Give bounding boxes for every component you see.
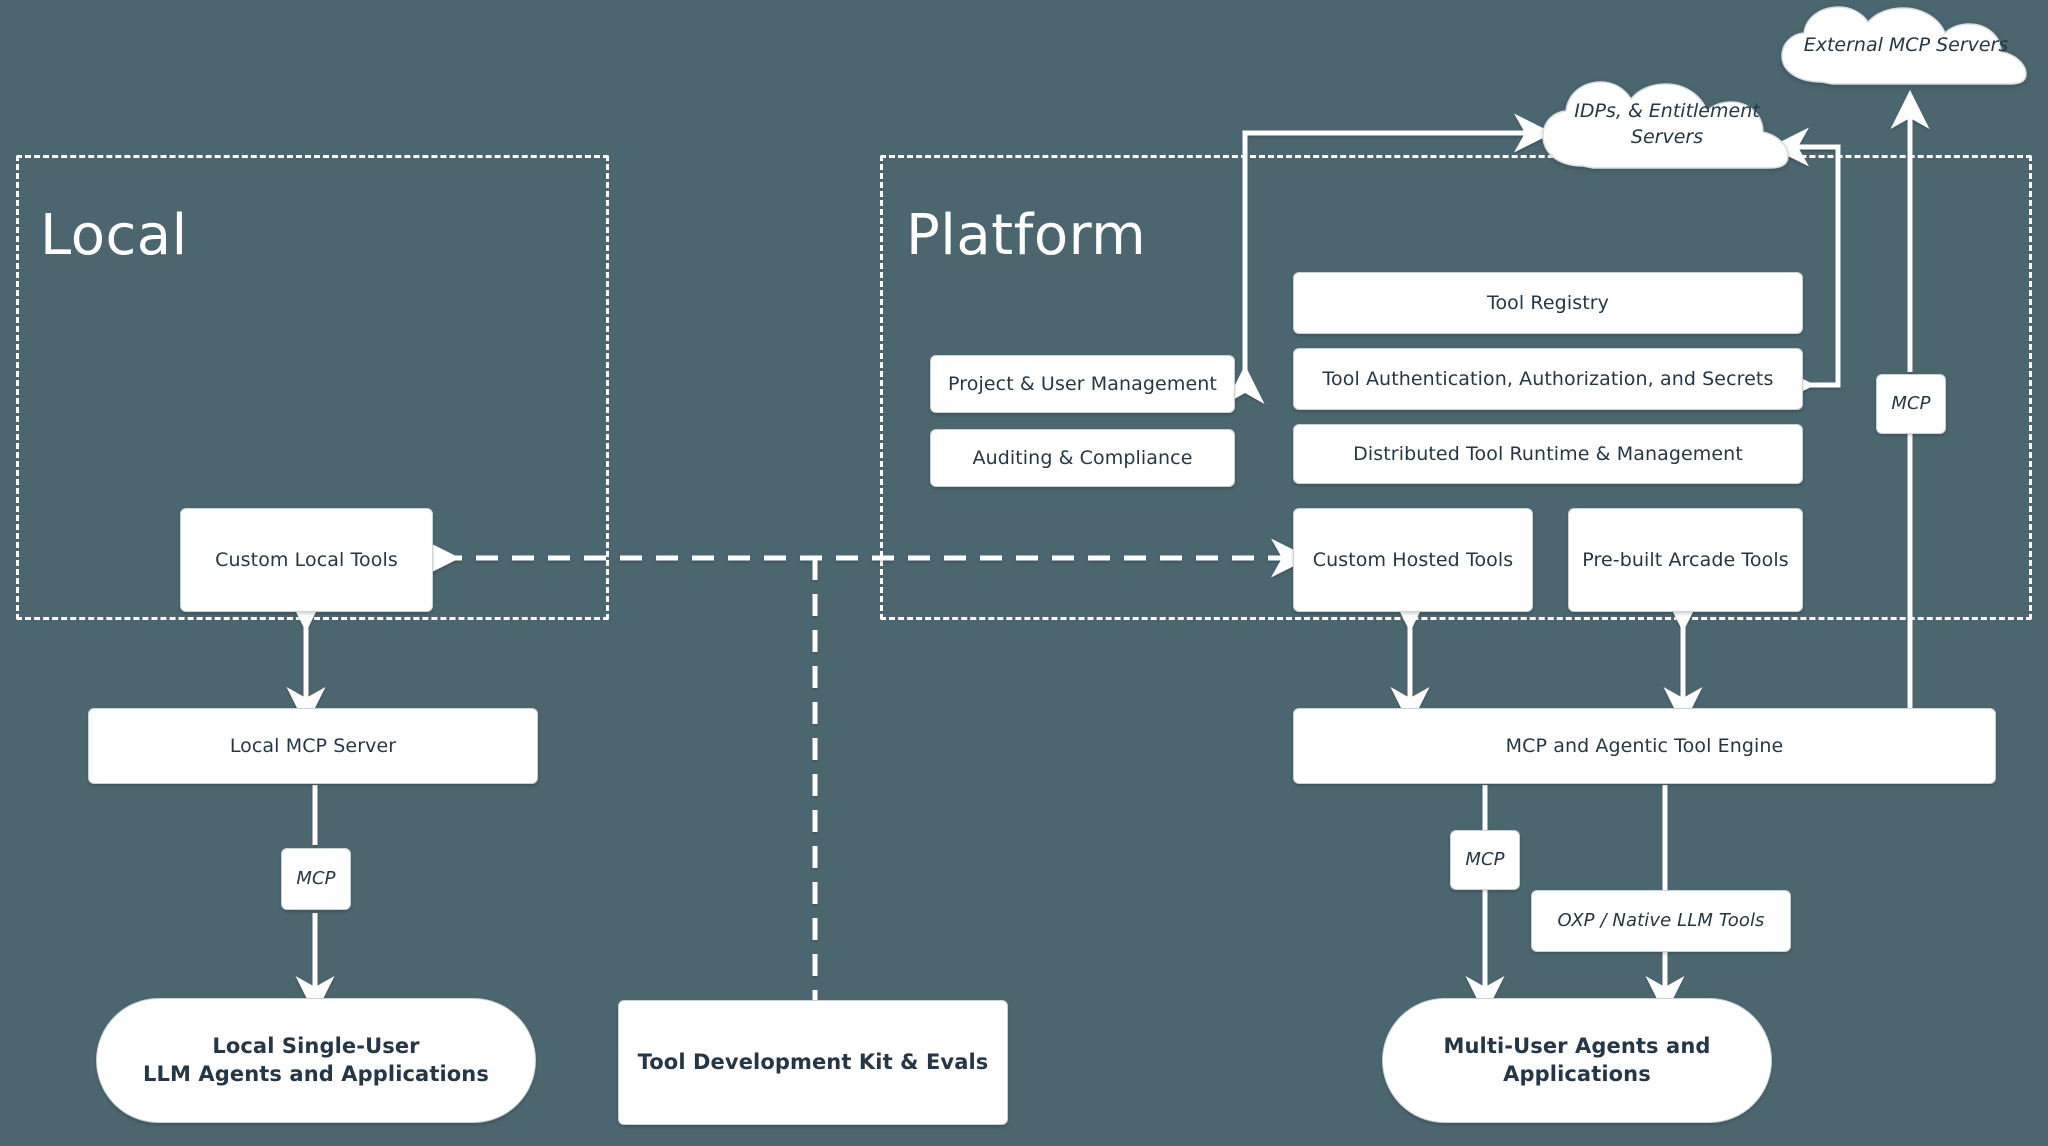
local-agents-line2: LLM Agents and Applications <box>143 1061 489 1086</box>
node-tool-development-kit[interactable]: Tool Development Kit & Evals <box>618 1000 1008 1125</box>
multi-user-line1: Multi-User Agents and <box>1443 1034 1711 1059</box>
label-mcp-right: MCP <box>1876 374 1946 434</box>
cloud-external-mcp-servers: External MCP Servers <box>1770 4 2042 88</box>
label-oxp-native-llm-tools: OXP / Native LLM Tools <box>1531 890 1791 952</box>
cloud-external-mcp-servers-label: External MCP Servers <box>1803 34 2009 57</box>
label-mcp-bottom: MCP <box>1450 830 1520 890</box>
label-mcp-local: MCP <box>281 848 351 910</box>
node-auditing-compliance[interactable]: Auditing & Compliance <box>930 429 1235 487</box>
zone-local-title: Local <box>40 203 188 268</box>
node-distributed-tool-runtime[interactable]: Distributed Tool Runtime & Management <box>1293 424 1803 484</box>
local-agents-line1: Local Single-User <box>212 1034 420 1059</box>
multi-user-line2: Applications <box>1503 1061 1651 1086</box>
node-tool-authentication[interactable]: Tool Authentication, Authorization, and … <box>1293 348 1803 410</box>
node-multi-user-agents-applications[interactable]: Multi-User Agents and Applications <box>1382 998 1772 1123</box>
zone-platform-title: Platform <box>906 203 1147 268</box>
node-tool-registry[interactable]: Tool Registry <box>1293 272 1803 334</box>
node-mcp-agentic-tool-engine[interactable]: MCP and Agentic Tool Engine <box>1293 708 1996 784</box>
node-custom-hosted-tools[interactable]: Custom Hosted Tools <box>1293 508 1533 612</box>
node-prebuilt-arcade-tools[interactable]: Pre-built Arcade Tools <box>1568 508 1803 612</box>
node-local-mcp-server[interactable]: Local MCP Server <box>88 708 538 784</box>
node-local-agents-applications[interactable]: Local Single-User LLM Agents and Applica… <box>96 998 536 1123</box>
node-custom-local-tools[interactable]: Custom Local Tools <box>180 508 433 612</box>
cloud-idps-entitlement-servers: IDPs, & Entitlement Servers <box>1533 78 1801 172</box>
node-project-user-management[interactable]: Project & User Management <box>930 355 1235 413</box>
cloud-idps-entitlement-servers-label: IDPs, & Entitlement Servers <box>1574 100 1760 148</box>
